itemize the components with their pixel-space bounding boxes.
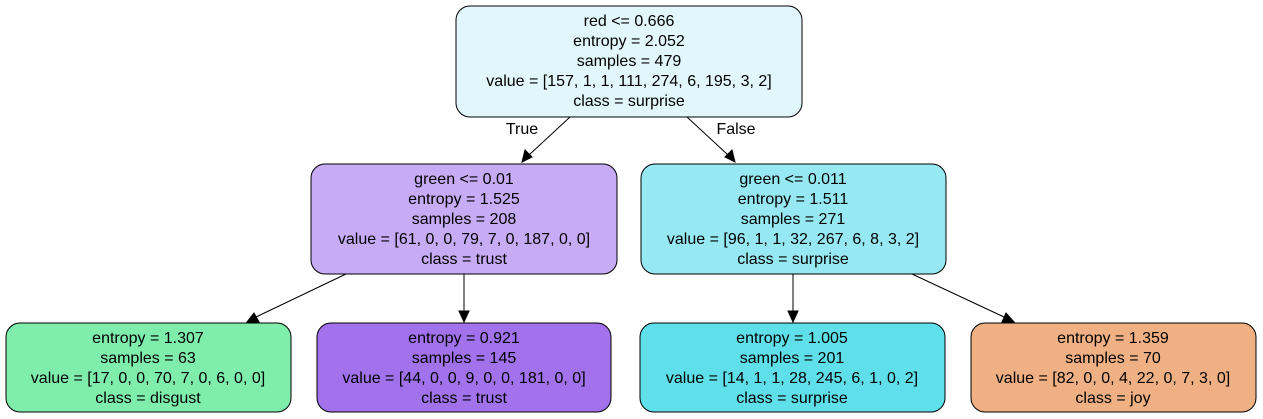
node-samples: samples = 271 bbox=[741, 211, 846, 228]
node-entropy: entropy = 0.921 bbox=[408, 330, 520, 347]
edge-left-lr bbox=[458, 274, 470, 324]
edge-line bbox=[911, 273, 1005, 318]
edge-left-ll bbox=[245, 273, 347, 323]
node-entropy: entropy = 2.052 bbox=[573, 33, 685, 50]
node-class: class = disgust bbox=[95, 390, 201, 407]
node-value: value = [61, 0, 0, 79, 7, 0, 187, 0, 0] bbox=[338, 231, 590, 248]
node-samples: samples = 145 bbox=[412, 350, 517, 367]
arrowhead bbox=[724, 149, 736, 163]
node-value: value = [96, 1, 1, 32, 267, 6, 8, 3, 2] bbox=[667, 231, 919, 248]
edge-line bbox=[528, 116, 571, 156]
tree-node-right: green <= 0.011 entropy = 1.511 samples =… bbox=[640, 163, 947, 275]
edge-right-rl bbox=[787, 274, 799, 324]
node-box bbox=[5, 322, 292, 413]
node-class: class = surprise bbox=[736, 390, 848, 407]
node-class: class = surprise bbox=[573, 93, 685, 110]
node-entropy: entropy = 1.307 bbox=[92, 330, 204, 347]
arrowhead bbox=[245, 312, 260, 323]
edge-root-right: False bbox=[686, 116, 756, 163]
node-class: class = surprise bbox=[737, 251, 849, 268]
node-box bbox=[310, 163, 618, 275]
arrowhead bbox=[787, 310, 799, 324]
node-samples: samples = 208 bbox=[412, 211, 517, 228]
tree-node-rl: entropy = 1.005 samples = 201 value = [1… bbox=[639, 322, 946, 413]
tree-node-rr: entropy = 1.359 samples = 70 value = [82… bbox=[970, 322, 1257, 413]
node-box bbox=[639, 322, 946, 413]
arrowhead bbox=[458, 310, 470, 324]
node-box bbox=[316, 322, 612, 413]
tree-node-ll: entropy = 1.307 samples = 63 value = [17… bbox=[5, 322, 292, 413]
node-samples: samples = 479 bbox=[577, 53, 682, 70]
node-entropy: entropy = 1.359 bbox=[1057, 330, 1169, 347]
edge-line bbox=[255, 273, 347, 318]
node-value: value = [17, 0, 0, 70, 7, 0, 6, 0, 0] bbox=[31, 370, 265, 387]
node-split-rule: green <= 0.01 bbox=[414, 171, 514, 188]
node-split-rule: green <= 0.011 bbox=[739, 171, 846, 188]
edge-right-rr bbox=[911, 273, 1016, 323]
node-value: value = [14, 1, 1, 28, 245, 6, 1, 0, 2] bbox=[666, 370, 918, 387]
arrowhead bbox=[521, 149, 533, 163]
edge-label-true: True bbox=[506, 121, 538, 138]
tree-node-left: green <= 0.01 entropy = 1.525 samples = … bbox=[310, 163, 618, 275]
tree-node-lr: entropy = 0.921 samples = 145 value = [4… bbox=[316, 322, 612, 413]
edge-line bbox=[686, 116, 729, 156]
arrowhead bbox=[1001, 312, 1016, 323]
node-split-rule: red <= 0.666 bbox=[584, 13, 675, 30]
node-samples: samples = 70 bbox=[1065, 350, 1161, 367]
edges: True False bbox=[245, 116, 1016, 324]
tree-node-root: red <= 0.666 entropy = 2.052 samples = 4… bbox=[455, 5, 803, 118]
node-box bbox=[455, 5, 803, 118]
node-value: value = [157, 1, 1, 111, 274, 6, 195, 3,… bbox=[486, 73, 771, 90]
node-entropy: entropy = 1.511 bbox=[738, 191, 849, 208]
edge-label-false: False bbox=[716, 121, 755, 138]
node-class: class = trust bbox=[421, 251, 507, 268]
node-entropy: entropy = 1.005 bbox=[736, 330, 848, 347]
node-box bbox=[970, 322, 1257, 413]
node-class: class = joy bbox=[1075, 390, 1150, 407]
edge-root-left: True bbox=[506, 116, 571, 163]
node-value: value = [82, 0, 0, 4, 22, 0, 7, 3, 0] bbox=[996, 370, 1230, 387]
node-samples: samples = 201 bbox=[740, 350, 845, 367]
node-box bbox=[640, 163, 947, 275]
node-samples: samples = 63 bbox=[100, 350, 196, 367]
node-class: class = trust bbox=[421, 390, 507, 407]
node-value: value = [44, 0, 0, 9, 0, 0, 181, 0, 0] bbox=[342, 370, 585, 387]
node-entropy: entropy = 1.525 bbox=[408, 191, 520, 208]
